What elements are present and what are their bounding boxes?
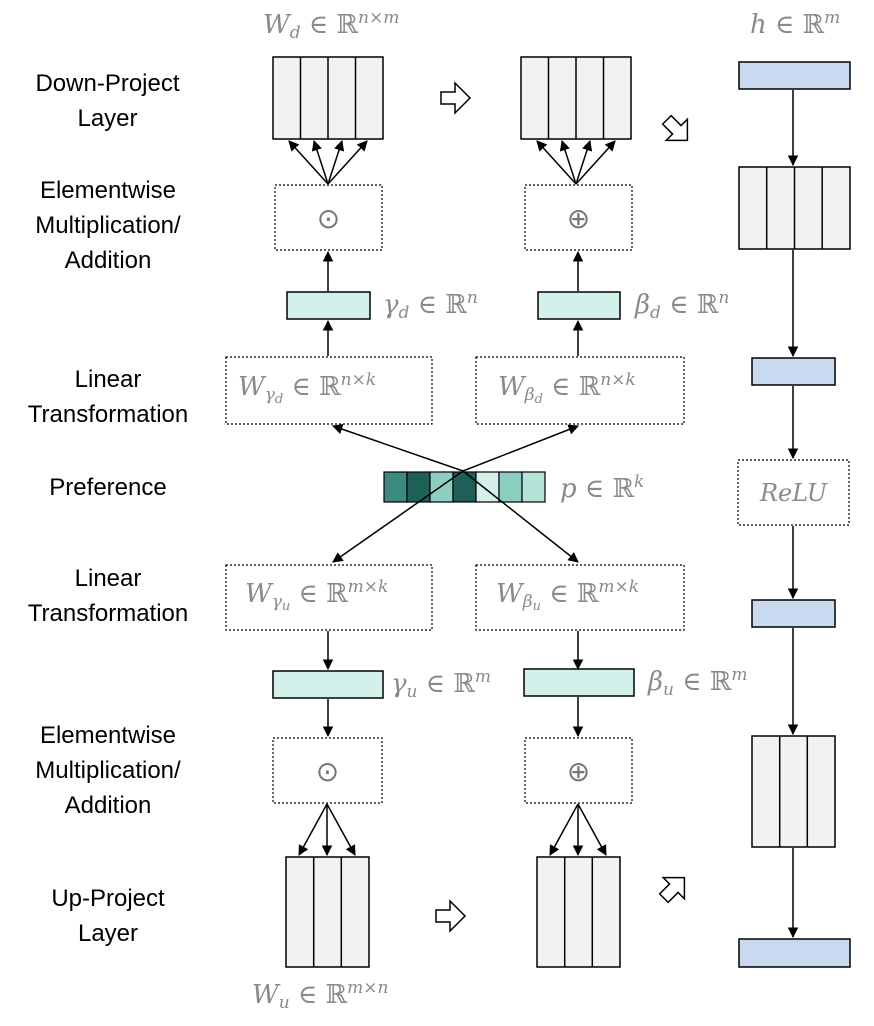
odot-symbol-bottom: ⊙ [316, 755, 339, 788]
label-up-project-layer: Up-Project Layer [51, 885, 165, 947]
label-gamma-u: γu ∈ ℝm [391, 667, 492, 702]
label-elementwise-bottom: Elementwise Multiplication/ Addition [35, 722, 181, 819]
multiply-op-box-top: ⊙ [274, 184, 383, 251]
label-beta-d: βd ∈ ℝn [635, 288, 730, 323]
linear-box-beta-u [475, 564, 685, 631]
oplus-symbol-bottom: ⊕ [567, 755, 590, 788]
preference-cell [383, 471, 408, 503]
fan-arrows-bottom-right [549, 803, 607, 857]
label-wu: Wu ∈ ℝm×n [252, 978, 389, 1013]
label-h: h ∈ ℝm [750, 8, 841, 41]
label-preference: Preference [49, 474, 167, 501]
hidden-vector-post-relu [751, 599, 836, 628]
preference-cell [498, 471, 523, 503]
beta-u-vector [523, 668, 635, 697]
fan-arrows-bottom-left [298, 803, 356, 857]
oplus-symbol-top: ⊕ [567, 202, 590, 235]
fan-arrows-top-left [288, 140, 368, 185]
output-vector [738, 938, 851, 968]
label-gamma-d: γd ∈ ℝn [383, 288, 478, 323]
add-op-box-top: ⊕ [524, 184, 633, 251]
h-input-vector [738, 61, 851, 90]
odot-symbol-top: ⊙ [317, 202, 340, 235]
gamma-d-vector [286, 291, 371, 320]
label-w-gamma-d: Wγd ∈ ℝn×k [238, 370, 377, 407]
up-project-matrix-right [536, 856, 621, 968]
linear-box-gamma-d [225, 356, 433, 425]
add-op-box-bottom: ⊕ [524, 737, 633, 804]
label-w-beta-d: Wβd ∈ ℝn×k [498, 370, 636, 407]
preference-cell [521, 471, 546, 503]
right-up-project-matrix [751, 735, 836, 848]
hidden-vector-pre-relu [751, 357, 836, 386]
hollow-arrow-diag-up [658, 876, 686, 904]
linear-box-beta-d [475, 356, 685, 425]
gamma-u-vector [272, 670, 384, 699]
down-project-matrix-right [520, 56, 632, 140]
hollow-arrow-diag-down [661, 114, 689, 142]
label-w-gamma-u: Wγu ∈ ℝm×k [245, 577, 389, 614]
preference-cell [406, 471, 431, 503]
label-beta-u: βu ∈ ℝm [648, 665, 748, 700]
label-wd: Wd ∈ ℝn×m [263, 8, 400, 43]
relu-label: ReLU [759, 479, 828, 507]
relu-box: ReLU [737, 459, 850, 526]
down-project-matrix-left [272, 56, 384, 140]
preference-vector [383, 471, 546, 503]
linear-box-gamma-u [225, 564, 433, 631]
preference-arrows [332, 424, 579, 563]
hollow-arrow-right-bottom [435, 899, 467, 933]
label-elementwise-top: Elementwise Multiplication/ Addition [35, 177, 181, 274]
preference-cell [429, 471, 454, 503]
label-down-project-layer: Down-Project Layer [35, 70, 180, 132]
label-linear-transformation-bottom: Linear Transformation [27, 565, 189, 627]
label-p: p ∈ ℝk [560, 472, 645, 505]
right-down-project-matrix [738, 166, 851, 250]
label-linear-transformation-top: Linear Transformation [27, 366, 189, 428]
fan-arrows-top-right [536, 140, 616, 185]
label-w-beta-u: Wβu ∈ ℝm×k [496, 577, 639, 614]
up-project-matrix-left [285, 856, 370, 968]
multiply-op-box-bottom: ⊙ [272, 737, 383, 804]
hollow-arrow-right-top [440, 81, 472, 115]
beta-d-vector [537, 291, 621, 320]
